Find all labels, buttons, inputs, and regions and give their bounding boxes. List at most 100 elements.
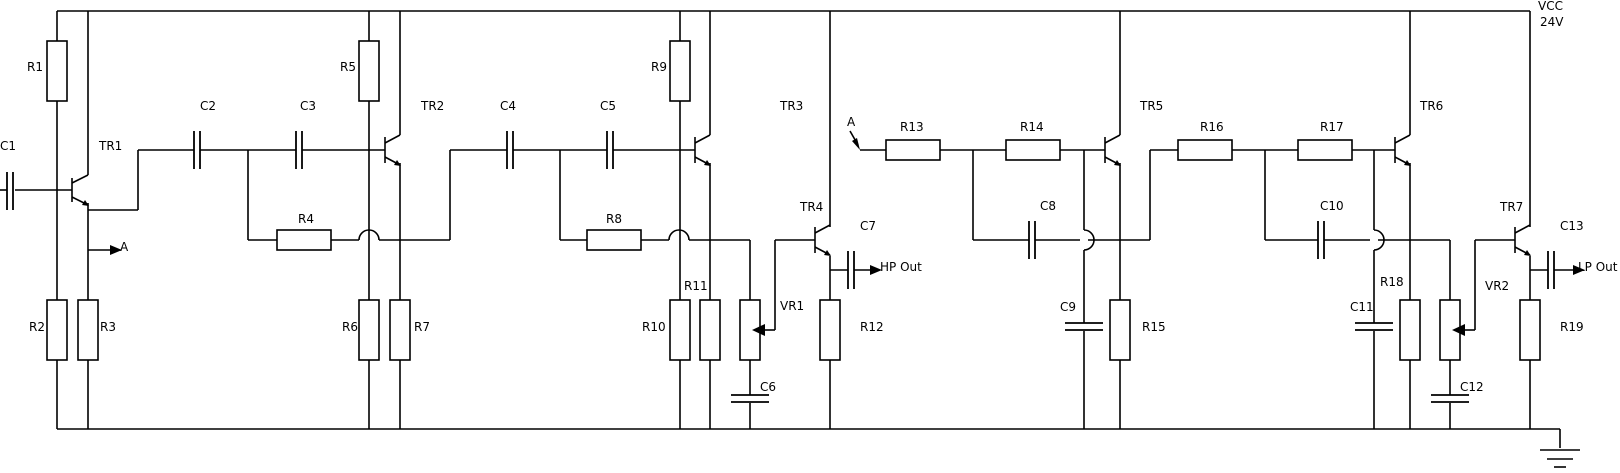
label-r4: R4 [298,212,314,226]
label-c1: C1 [0,139,16,153]
resistor-r12 [819,299,841,361]
capacitor-c1 [6,172,14,210]
capacitor-c7 [847,251,855,289]
label-tr7: TR7 [1499,200,1523,214]
label-r16: R16 [1200,120,1224,134]
resistor-r9 [669,40,691,102]
node-a-label-stage1: A [120,240,129,254]
capacitor-c11 [1355,322,1393,331]
label-r11: R11 [684,279,708,293]
label-tr4: TR4 [799,200,823,214]
resistor-r8 [586,229,642,251]
label-tr1: TR1 [98,139,122,153]
label-r1: R1 [27,60,43,74]
label-c10: C10 [1320,199,1344,213]
potentiometer-vr2 [1439,240,1476,361]
resistor-r15 [1109,299,1131,361]
lp-out-label: LP Out [1578,260,1618,274]
label-r12: R12 [860,320,884,334]
label-c13: C13 [1560,219,1584,233]
resistor-r18 [1399,299,1421,361]
resistor-r1 [46,40,68,102]
label-r15: R15 [1142,320,1166,334]
wires-stage1 [0,11,194,429]
hp-out-arrow [870,265,882,275]
label-c7: C7 [860,219,876,233]
transistor-tr2 [384,134,401,166]
label-r5: R5 [340,60,356,74]
wires-stage3 [513,11,751,429]
capacitor-c5 [606,131,614,169]
node-a-label-stage5: A [847,115,856,129]
resistor-r3 [77,299,99,361]
label-c2: C2 [200,99,216,113]
hp-out-label: HP Out [880,260,922,274]
resistor-r7 [389,299,411,361]
label-c9: C9 [1060,300,1076,314]
capacitor-c9 [1065,322,1103,331]
label-c11: C11 [1350,300,1374,314]
label-r6: R6 [342,320,358,334]
ground-rail [57,428,1580,468]
wires-stage4 [775,11,872,429]
vcc-voltage-label: 24V [1540,15,1564,29]
label-c8: C8 [1040,199,1056,213]
node-a-arrow-stage1 [110,245,122,255]
capacitor-c13 [1547,251,1555,289]
wires-stage5 [849,11,1178,429]
potentiometer-vr1 [739,240,776,361]
wires-stage6 [1232,11,1451,429]
vcc-label: VCC [1538,0,1563,13]
wires-stage7 [1475,11,1575,429]
resistor-r6 [358,299,380,361]
label-tr2: TR2 [420,99,444,113]
node-a-arrow-stage5 [852,138,860,150]
lp-out-arrow [1573,265,1585,275]
resistor-r13 [885,139,941,161]
resistor-r4 [276,229,332,251]
label-tr5: TR5 [1139,99,1163,113]
capacitor-c3 [295,131,303,169]
transistor-tr3 [694,134,711,166]
capacitor-c2 [193,131,201,169]
label-tr3: TR3 [779,99,803,113]
label-c3: C3 [300,99,316,113]
label-r9: R9 [651,60,667,74]
label-c5: C5 [600,99,616,113]
resistor-r16 [1177,139,1233,161]
label-r2: R2 [29,320,45,334]
label-r8: R8 [606,212,622,226]
transistor-tr4 [814,224,831,256]
label-r14: R14 [1020,120,1044,134]
transistor-tr7 [1514,224,1531,256]
resistor-r5 [358,40,380,102]
resistor-r10 [669,299,691,361]
label-c6: C6 [760,380,776,394]
capacitor-c10 [1317,221,1325,259]
label-r13: R13 [900,120,924,134]
label-r18: R18 [1380,275,1404,289]
transistor-tr5 [1104,134,1121,166]
resistor-r14 [1005,139,1061,161]
transistor-tr6 [1394,134,1411,166]
wires-stage2 [200,11,507,429]
label-r7: R7 [414,320,430,334]
resistor-r19 [1519,299,1541,361]
label-vr2: VR2 [1485,279,1509,293]
label-r10: R10 [642,320,666,334]
label-r3: R3 [100,320,116,334]
label-c4: C4 [500,99,516,113]
capacitor-c6 [731,394,769,403]
resistor-r17 [1297,139,1353,161]
capacitor-c4 [506,131,514,169]
resistor-r11 [699,299,721,361]
label-r19: R19 [1560,320,1584,334]
capacitor-c8 [1028,221,1036,259]
resistor-r2 [46,299,68,361]
label-r17: R17 [1320,120,1344,134]
capacitor-c12 [1431,394,1469,403]
label-vr1: VR1 [780,299,804,313]
label-tr6: TR6 [1419,99,1443,113]
label-c12: C12 [1460,380,1484,394]
